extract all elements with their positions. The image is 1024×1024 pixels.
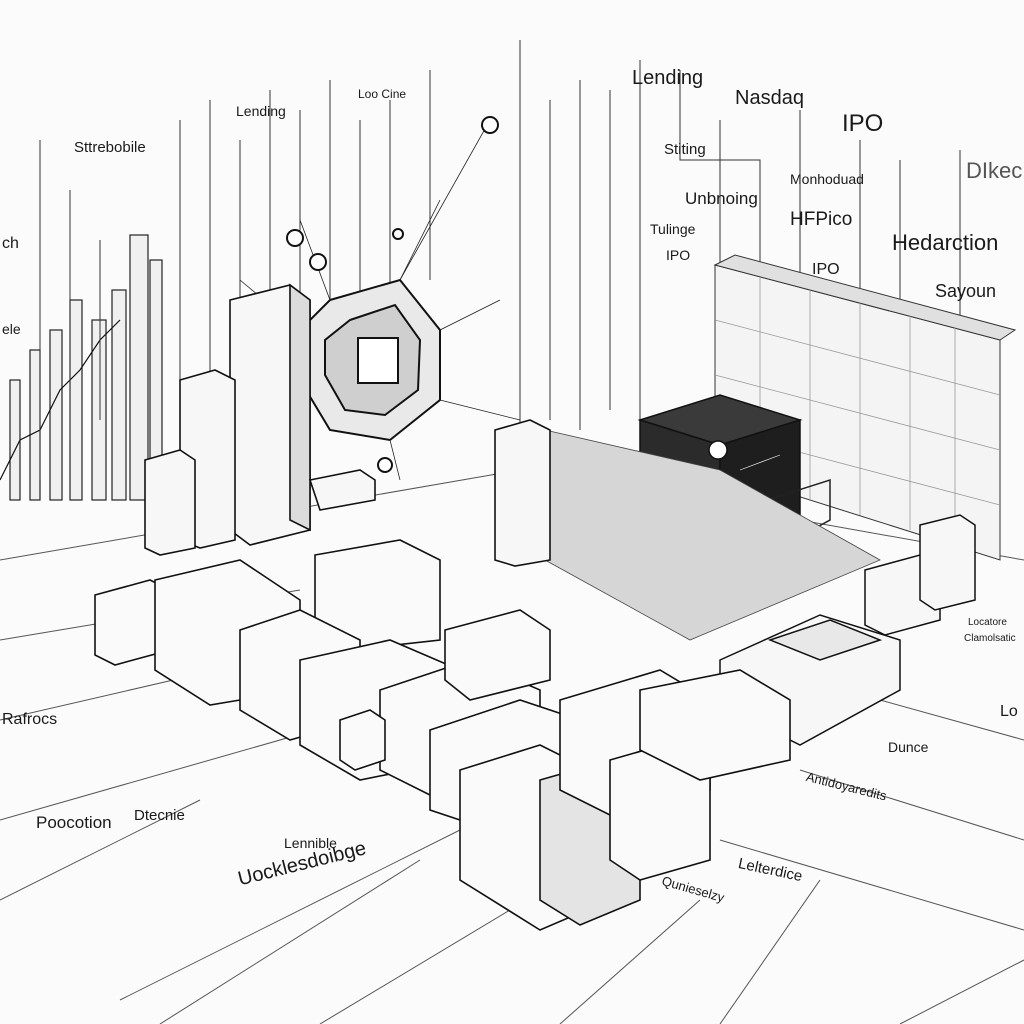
label-ipo-mid: IPO — [812, 261, 840, 278]
left-bar-chart — [0, 234, 163, 501]
label-dunce: Dunce — [888, 739, 929, 755]
label-dikec: DIkec — [966, 158, 1023, 183]
label-lo: Lo — [1000, 703, 1018, 720]
label-lending-left: Lending — [236, 103, 286, 119]
label-monhoduad: Monhoduad — [790, 171, 864, 187]
label-lending-top: Lending — [632, 67, 704, 89]
floor-lines — [0, 469, 1024, 1024]
label-loo-cine: Loo Cine — [358, 87, 407, 101]
label-locatore: Locatore — [968, 617, 1007, 628]
label-sttrebobile: Sttrebobile — [74, 139, 146, 156]
label-nasdaq: Nasdaq — [735, 87, 804, 109]
label-left-ch: ch — [2, 235, 19, 252]
mid-pillar — [494, 419, 551, 567]
octagon-chip — [229, 116, 521, 481]
label-unbnoing: Unbnoing — [685, 189, 758, 208]
label-stiting: Stiting — [664, 141, 706, 158]
label-ipo-small: IPO — [666, 247, 691, 263]
label-sayoun: Sayoun — [935, 281, 997, 301]
label-left-ele: ele — [2, 321, 21, 337]
label-tulinge: Tulinge — [650, 221, 696, 237]
label-poocotion: Poocotion — [36, 813, 112, 832]
label-lennible: Lennible — [284, 835, 337, 851]
label-hfpico: HFPico — [790, 209, 853, 230]
left-towers — [144, 283, 376, 556]
label-ipo-top: IPO — [842, 110, 884, 137]
foreground-blocks — [94, 539, 791, 931]
label-rafrocs: Rafrocs — [2, 711, 58, 728]
label-dtecnie: Dtecnie — [134, 807, 185, 824]
label-hedarction: Hedarction — [892, 230, 999, 255]
label-clamolsatic: Clamolsatic — [964, 633, 1016, 644]
